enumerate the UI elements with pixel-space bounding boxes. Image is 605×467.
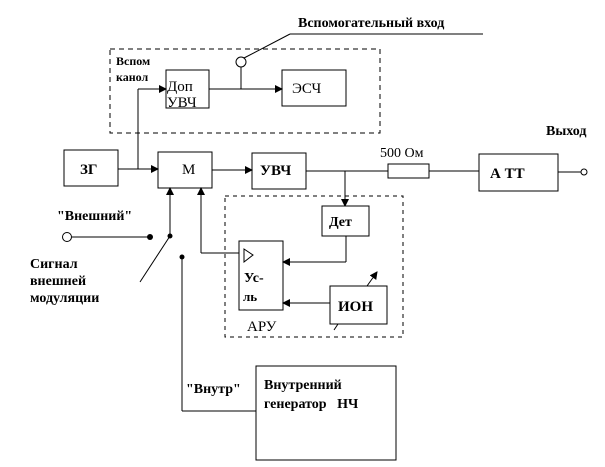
block-m-label: М xyxy=(182,162,195,178)
aux-channel-label-2: канол xyxy=(116,70,148,84)
block-esch xyxy=(281,69,347,107)
block-amplifier xyxy=(238,240,284,311)
block-ion-label: ИОН xyxy=(338,299,373,315)
block-det xyxy=(321,205,370,237)
block-zg xyxy=(63,149,119,187)
wire-aux-leader xyxy=(243,33,291,59)
resistor-500-ohm xyxy=(387,163,430,179)
internal-label: "Внутр" xyxy=(186,382,241,397)
block-det-label: Дет xyxy=(329,215,352,230)
block-lf-generator xyxy=(255,365,397,461)
signal-label-3: модуляции xyxy=(30,291,99,306)
block-amplifier-label-2: ль xyxy=(243,289,257,304)
amplifier-triangle-icon xyxy=(243,248,254,264)
external-label: "Внешний" xyxy=(57,209,132,224)
aux-input-label: Вспомогательный вход xyxy=(298,16,444,31)
aux-channel-label-1: Вспом xyxy=(116,54,150,68)
ion-adjust-arrow-icon xyxy=(366,271,378,287)
output-label: Выход xyxy=(546,124,586,139)
block-att-label: А ТТ xyxy=(490,166,525,182)
block-dop-uvch-label-1: Доп xyxy=(167,79,193,95)
block-uvch-label: УВЧ xyxy=(260,163,291,179)
aux-input-terminal xyxy=(235,56,247,68)
switch-blade[interactable] xyxy=(139,235,171,283)
signal-label-1: Сигнал xyxy=(30,257,78,272)
signal-label-2: внешней xyxy=(30,274,86,289)
block-lf-generator-label-2: генератор НЧ xyxy=(264,397,359,412)
aux-channel-group xyxy=(109,48,381,134)
block-amplifier-label-1: Ус- xyxy=(244,271,264,286)
agc-group-label: АРУ xyxy=(247,319,277,335)
block-esch-label: ЭСЧ xyxy=(292,81,322,97)
agc-group xyxy=(224,195,404,338)
block-att xyxy=(478,153,559,192)
block-uvch xyxy=(251,152,307,190)
external-input-terminal xyxy=(62,232,72,242)
block-dop-uvch-label-2: УВЧ xyxy=(167,95,197,111)
block-ion xyxy=(329,285,388,325)
ion-adjust-tail xyxy=(333,323,339,331)
block-lf-generator-label-1: Внутренний xyxy=(264,378,342,393)
resistor-label: 500 Ом xyxy=(380,146,424,161)
block-zg-label: ЗГ xyxy=(80,162,97,178)
output-terminal xyxy=(580,168,588,176)
